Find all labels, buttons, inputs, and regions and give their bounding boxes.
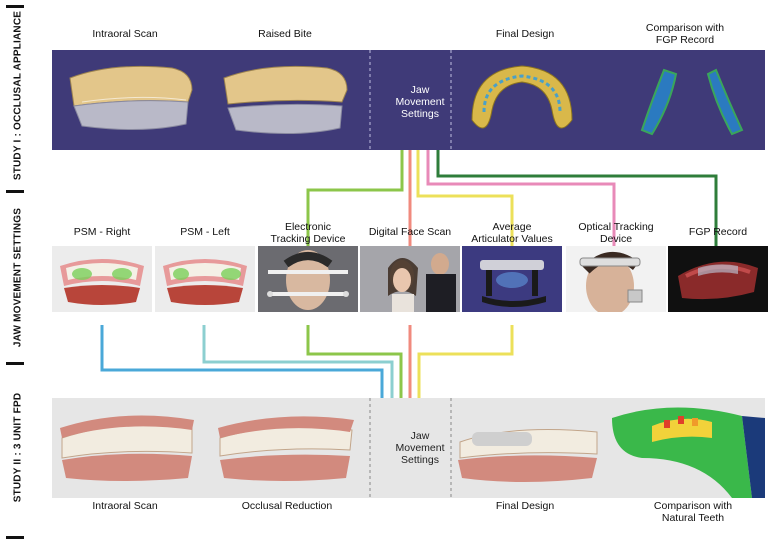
connector-yellow-lower xyxy=(417,325,514,398)
connector-yellow-upper xyxy=(416,150,514,246)
image-electronic-tracking-device xyxy=(258,246,358,312)
label-raised-bite: Raised Bite xyxy=(258,28,312,40)
connector-pink-upper xyxy=(426,150,616,246)
study2-jaw-settings-label: Jaw Movement Settings xyxy=(370,430,470,466)
label-occlusal-reduction: Occlusal Reduction xyxy=(241,500,333,512)
section-divider-2 xyxy=(6,362,24,365)
label-digital-face-scan: Digital Face Scan xyxy=(368,226,452,238)
label-final-design-bottom: Final Design xyxy=(495,500,555,512)
label-psm-left: PSM - Left xyxy=(180,226,230,238)
occlusal-reduction-teeth xyxy=(218,416,354,481)
study2-center-line1: Jaw xyxy=(410,430,430,442)
section-divider-bottom xyxy=(6,536,24,539)
connector-darkgreen-upper xyxy=(436,150,718,246)
study1-center-line2: Movement xyxy=(395,96,445,108)
label-intraoral-scan-bottom: Intraoral Scan xyxy=(92,500,158,512)
image-psm-left xyxy=(155,246,255,312)
image-fgp-record xyxy=(668,246,768,312)
label-optical-tracking-1: Optical Tracking xyxy=(578,221,654,233)
label-comparison-natural-2: Natural Teeth xyxy=(661,512,725,524)
image-psm-right xyxy=(52,246,152,312)
study1-panel-art xyxy=(69,50,744,150)
label-psm-right: PSM - Right xyxy=(73,226,131,238)
section-divider-top xyxy=(6,5,24,8)
label-final-design-top: Final Design xyxy=(495,28,555,40)
connector-teal-lower xyxy=(202,325,394,398)
label-average-articulator-2: Articulator Values xyxy=(471,233,553,245)
intraoral-scan-model-top xyxy=(69,65,193,131)
section-divider-1 xyxy=(6,190,24,193)
label-electronic-tracking-1: Electronic xyxy=(284,221,332,233)
connector-green-upper xyxy=(306,150,404,246)
final-design-arch-top xyxy=(471,65,573,129)
image-digital-face-scan xyxy=(360,246,460,312)
label-comparison-natural-1: Comparison with xyxy=(653,500,733,512)
label-average-articulator-1: Average xyxy=(492,221,532,233)
study2-center-line3: Settings xyxy=(401,454,439,466)
study2-center-line2: Movement xyxy=(395,442,445,454)
comparison-fgp-heatmaps xyxy=(640,68,744,136)
image-optical-tracking-device xyxy=(566,246,666,312)
final-design-teeth-bottom xyxy=(458,429,598,482)
study1-center-line3: Settings xyxy=(401,108,439,120)
label-comparison-fgp-2: FGP Record xyxy=(655,34,715,46)
study1-center-line1: Jaw xyxy=(410,84,430,96)
connector-green-lower xyxy=(306,325,403,398)
study2-panel-art xyxy=(60,398,765,498)
label-intraoral-scan-top: Intraoral Scan xyxy=(92,28,158,40)
study1-jaw-settings-label: Jaw Movement Settings xyxy=(370,84,470,120)
intraoral-scan-teeth-bottom xyxy=(60,415,194,481)
image-average-articulator xyxy=(462,246,562,312)
label-optical-tracking-2: Device xyxy=(599,233,633,245)
connector-blue-lower xyxy=(100,325,384,398)
label-electronic-tracking-2: Tracking Device xyxy=(270,233,346,245)
comparison-natural-teeth-heatmap xyxy=(612,407,765,498)
label-fgp-record: FGP Record xyxy=(688,226,748,238)
label-comparison-fgp-1: Comparison with xyxy=(645,22,725,34)
raised-bite-model xyxy=(223,65,348,135)
